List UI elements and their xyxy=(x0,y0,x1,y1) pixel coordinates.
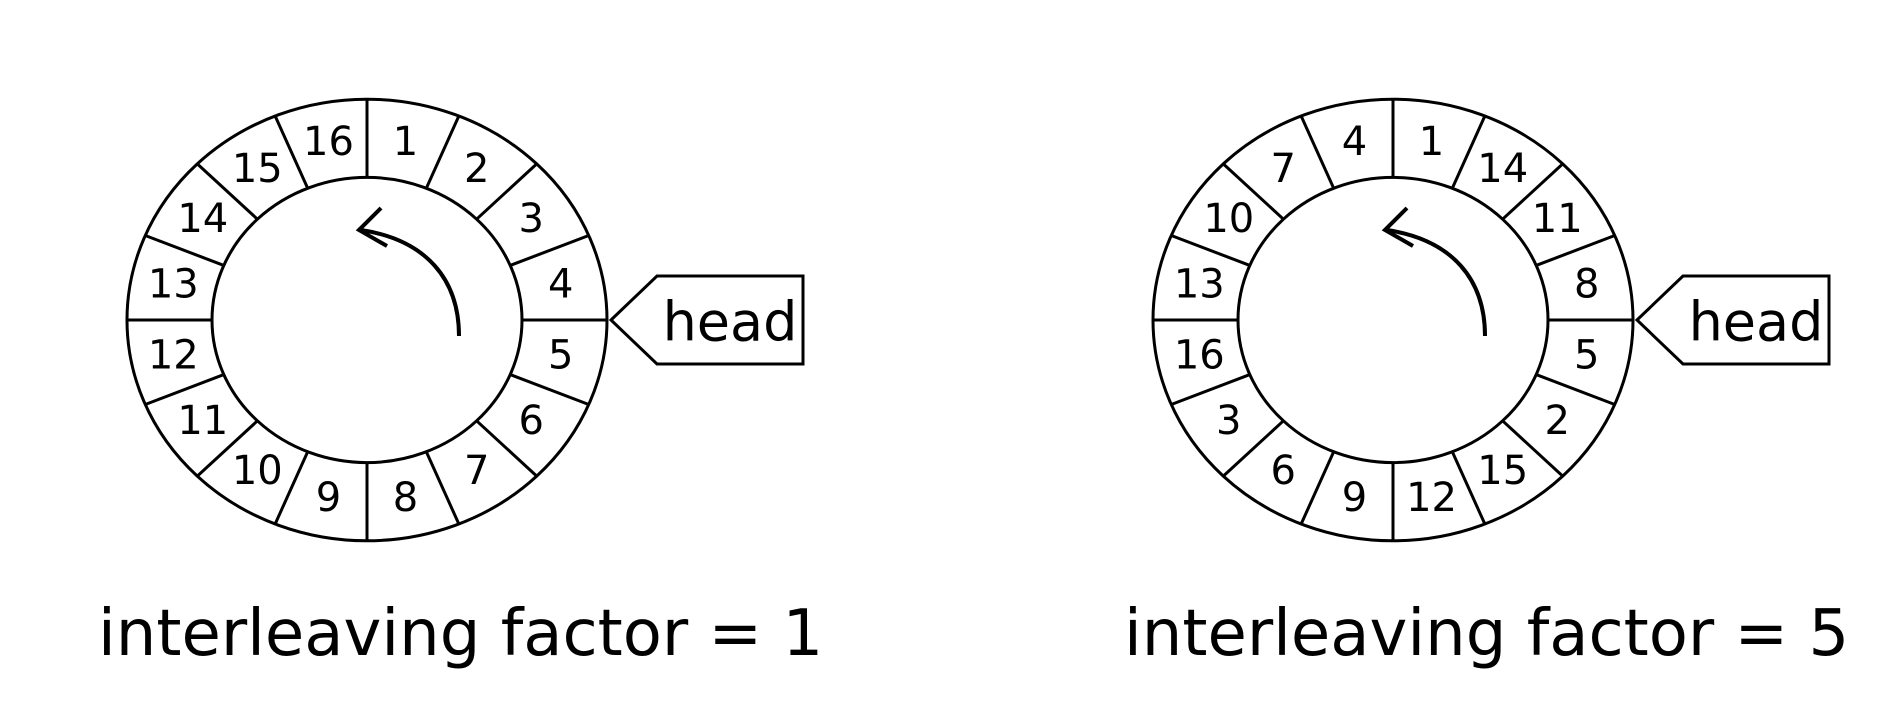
sector-divider xyxy=(1222,419,1285,478)
sector-label: 1 xyxy=(1419,119,1444,165)
sector-label: 5 xyxy=(1574,332,1599,378)
sector-divider xyxy=(1535,234,1616,267)
sector-label: 2 xyxy=(1544,398,1569,444)
sector-divider xyxy=(1450,115,1487,189)
sector-divider xyxy=(1501,419,1564,478)
sector-label: 15 xyxy=(1477,448,1528,494)
sector-divider xyxy=(144,234,225,267)
sector-label: 14 xyxy=(177,196,228,242)
sector-divider xyxy=(424,451,461,525)
sector-label: 6 xyxy=(518,398,543,444)
sector-label: 10 xyxy=(232,448,283,494)
disk-interleave-1: 12345678910111213141516headinterleaving … xyxy=(98,97,823,671)
sector-divider xyxy=(475,162,538,221)
sector-divider xyxy=(1222,162,1285,221)
sector-label: 12 xyxy=(1406,475,1457,521)
sector-divider xyxy=(1299,115,1336,189)
sector-divider xyxy=(273,115,310,189)
interleaving-caption: interleaving factor = 5 xyxy=(1124,597,1849,671)
sector-label: 11 xyxy=(1532,196,1583,242)
sector-label: 12 xyxy=(148,332,199,378)
sector-label: 13 xyxy=(148,262,199,308)
sector-label: 4 xyxy=(548,262,573,308)
head-pointer: head xyxy=(608,274,805,366)
sector-divider xyxy=(1170,234,1251,267)
sector-label: 11 xyxy=(177,398,228,444)
interleaving-caption: interleaving factor = 1 xyxy=(98,597,823,671)
sector-divider xyxy=(196,162,259,221)
sector-divider xyxy=(1535,373,1616,406)
sector-divider xyxy=(424,115,461,189)
sector-label: 1 xyxy=(393,119,418,165)
sector-label: 9 xyxy=(1342,475,1367,521)
sector-label: 2 xyxy=(464,146,489,192)
head-pointer: head xyxy=(1634,274,1831,366)
sector-label: 3 xyxy=(518,196,543,242)
sector-divider xyxy=(144,373,225,406)
sector-label: 3 xyxy=(1216,398,1241,444)
head-label: head xyxy=(1689,291,1824,354)
sector-label: 10 xyxy=(1203,196,1254,242)
sector-label: 8 xyxy=(393,475,418,521)
sector-divider xyxy=(509,234,590,267)
sector-label: 6 xyxy=(1271,448,1296,494)
sector-label: 7 xyxy=(464,448,489,494)
sector-divider xyxy=(1299,451,1336,525)
sector-label: 15 xyxy=(232,146,283,192)
sector-label: 14 xyxy=(1477,146,1528,192)
sector-label: 13 xyxy=(1174,262,1225,308)
sector-label: 16 xyxy=(303,119,354,165)
sector-divider xyxy=(273,451,310,525)
sector-divider xyxy=(509,373,590,406)
sector-label: 7 xyxy=(1271,146,1296,192)
sector-divider xyxy=(196,419,259,478)
sector-label: 4 xyxy=(1342,119,1367,165)
sector-label: 16 xyxy=(1174,332,1225,378)
rotation-arrow-icon xyxy=(1381,206,1487,337)
sector-divider xyxy=(475,419,538,478)
rotation-arrow-icon xyxy=(355,206,461,337)
sector-divider xyxy=(1170,373,1251,406)
sector-label: 8 xyxy=(1574,262,1599,308)
sector-divider xyxy=(1501,162,1564,221)
sector-label: 9 xyxy=(316,475,341,521)
head-label: head xyxy=(663,291,798,354)
sector-divider xyxy=(1450,451,1487,525)
sector-label: 5 xyxy=(548,332,573,378)
